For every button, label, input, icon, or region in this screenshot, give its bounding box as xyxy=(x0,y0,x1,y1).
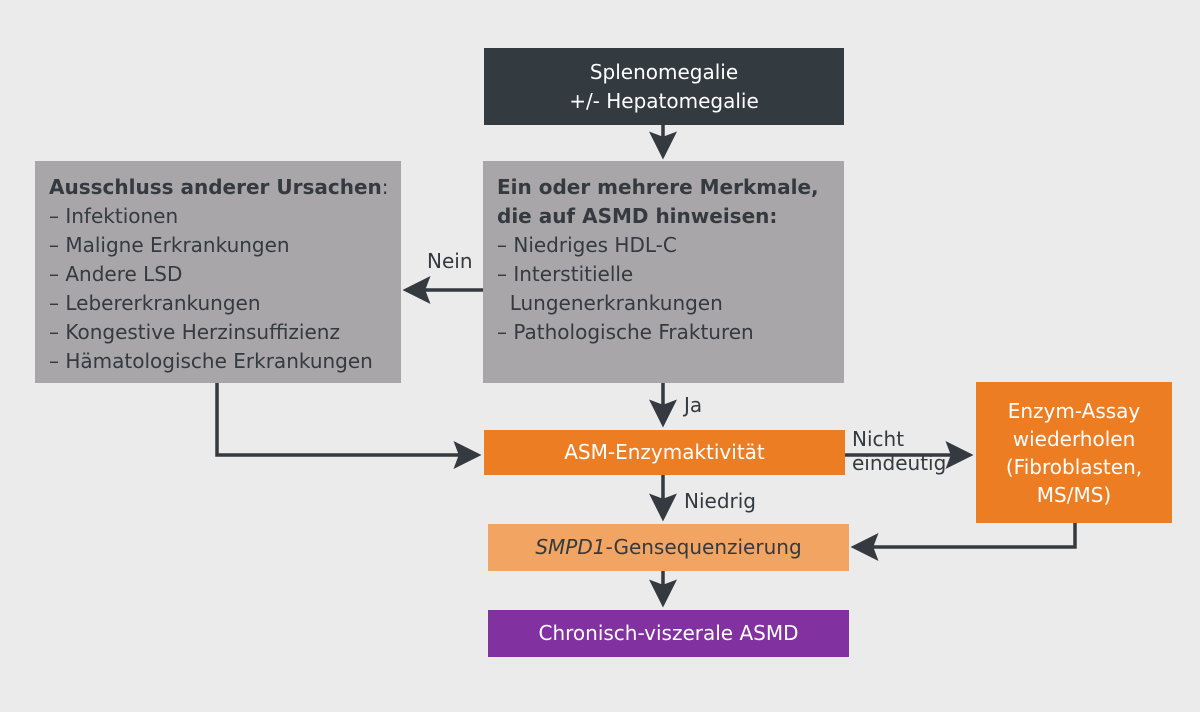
exclusion-item: – Andere LSD xyxy=(49,262,183,286)
features-item: – Niedriges HDL-C xyxy=(497,233,677,257)
repeat-line: MS/MS) xyxy=(1036,482,1112,507)
node-repeat-assay: Enzym-Assay wiederholen (Fibroblasten, M… xyxy=(976,382,1172,523)
exclusion-heading-text: Ausschluss anderer Ursachen xyxy=(49,175,382,199)
arrow-repeat-to-smpd1 xyxy=(850,523,1077,561)
node-splenomegalie: Splenomegalie +/- Hepatomegalie xyxy=(484,48,844,125)
splenomegalie-line2: +/- Hepatomegalie xyxy=(569,88,759,113)
features-item: – Interstitielle xyxy=(497,262,634,286)
splenomegalie-line1: Splenomegalie xyxy=(589,59,739,84)
edge-label-niedrig: Niedrig xyxy=(684,489,756,513)
edge-label-ja: Ja xyxy=(684,393,703,417)
edge-label-nicht-line1: Nicht xyxy=(852,427,905,451)
edge-label-nein: Nein xyxy=(427,249,473,273)
exclusion-item: – Kongestive Herzinsuffizienz xyxy=(49,320,340,344)
repeat-line: Enzym-Assay xyxy=(1007,398,1141,423)
node-exclusion: Ausschluss anderer Ursachen: – Infektion… xyxy=(35,161,401,383)
node-smpd1-sequencing: SMPD1-Gensequenzierung xyxy=(488,524,849,571)
smpd1-suffix: -Gensequenzierung xyxy=(605,535,802,559)
edge-label-nicht: Nicht eindeutig xyxy=(852,427,946,475)
node-asm-enzyme-activity: ASM-Enzymaktivität xyxy=(484,430,845,475)
features-item: Lungenerkrankungen xyxy=(497,291,723,315)
smpd1-gene: SMPD1 xyxy=(535,535,606,559)
features-heading-line2: die auf ASMD hinweisen: xyxy=(497,204,778,228)
exclusion-heading: Ausschluss anderer Ursachen: xyxy=(49,173,401,202)
arrow-exclusion-to-asm xyxy=(215,383,482,469)
repeat-line: wiederholen xyxy=(1012,426,1136,451)
exclusion-item: – Infektionen xyxy=(49,204,179,228)
edge-label-nicht-line2: eindeutig xyxy=(852,451,947,475)
node-features: Ein oder mehrere Merkmale, die auf ASMD … xyxy=(483,161,844,383)
features-heading-line1: Ein oder mehrere Merkmale, xyxy=(497,175,819,199)
features-item: – Pathologische Frakturen xyxy=(497,320,754,344)
smpd1-label: SMPD1-Gensequenzierung xyxy=(535,533,801,562)
repeat-line: (Fibroblasten, xyxy=(1005,454,1143,479)
node-chronic-visceral-asmd: Chronisch-viszerale ASMD xyxy=(488,610,849,657)
exclusion-item: – Lebererkrankungen xyxy=(49,291,261,315)
result-label: Chronisch-viszerale ASMD xyxy=(538,621,799,645)
asm-label: ASM-Enzymaktivität xyxy=(564,440,765,464)
exclusion-item: – Hämatologische Erkrankungen xyxy=(49,349,373,373)
exclusion-item: – Maligne Erkrankungen xyxy=(49,233,290,257)
exclusion-heading-colon: : xyxy=(381,175,389,199)
